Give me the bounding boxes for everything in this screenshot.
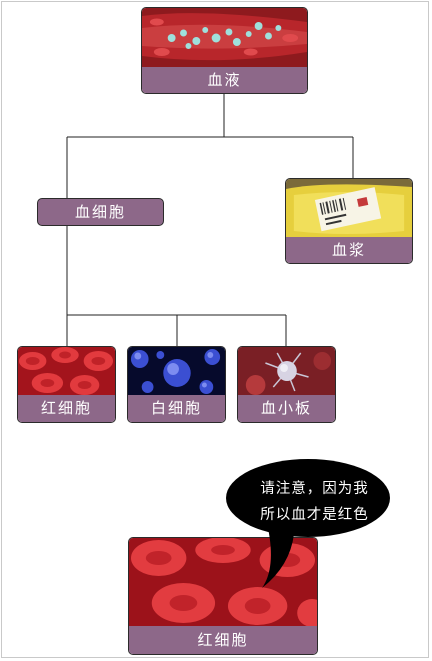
- node-white-cells: 白细胞: [127, 346, 226, 423]
- node-blood: 血液: [141, 7, 308, 94]
- plasma-label: 血浆: [286, 237, 412, 263]
- white-cells-label: 白细胞: [128, 395, 225, 422]
- node-blood-cells: 血细胞: [37, 198, 164, 226]
- platelets-image: [238, 347, 335, 397]
- white-cells-image: [128, 347, 225, 397]
- platelets-label: 血小板: [238, 395, 335, 422]
- speech-bubble-shape: [226, 459, 390, 588]
- node-red-cells-large: 红细胞: [128, 537, 318, 655]
- node-platelets: 血小板: [237, 346, 336, 423]
- blood-label: 血液: [142, 67, 307, 93]
- red-cells-label: 红细胞: [18, 395, 115, 422]
- red-cells-large-label: 红细胞: [129, 626, 317, 654]
- speech-bubble: 请注意，因为我 所以血才是红色: [224, 458, 396, 588]
- node-red-cells: 红细胞: [17, 346, 116, 423]
- speech-bubble-text: 请注意，因为我 所以血才是红色: [242, 476, 387, 528]
- blood-vessel-image: [142, 8, 307, 69]
- red-cells-image: [18, 347, 115, 397]
- speech-line-2: 所以血才是红色: [260, 507, 369, 523]
- plasma-bag-image: [286, 179, 412, 239]
- speech-line-1: 请注意，因为我: [260, 481, 369, 497]
- node-plasma: 血浆: [285, 178, 413, 264]
